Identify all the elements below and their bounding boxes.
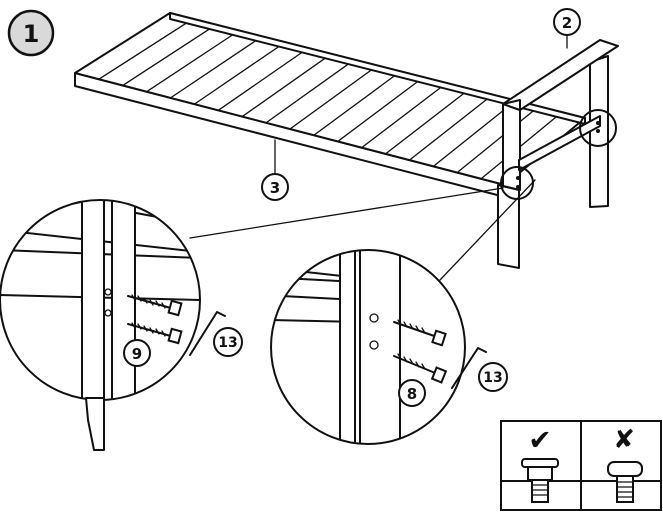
screw-left-1 [127, 294, 183, 317]
slat-line [146, 29, 240, 93]
correct-screw-icon [521, 458, 559, 503]
screw-left-2 [127, 322, 183, 345]
armrest-cap [502, 99, 521, 111]
daybed-frame [74, 12, 619, 269]
slat-line [384, 88, 471, 155]
svg-text:9: 9 [132, 345, 142, 363]
callout-screw-left: 9 [123, 339, 151, 367]
joint-highlight-right [579, 109, 617, 147]
slat-line [313, 70, 402, 136]
detail-right-frame [270, 249, 466, 445]
slat-line [289, 64, 379, 130]
svg-text:2: 2 [562, 14, 572, 32]
slat-line [241, 53, 333, 118]
slat-line [480, 111, 563, 180]
slat-line [361, 82, 448, 149]
slat-line [337, 76, 425, 143]
slat-line [169, 35, 263, 99]
svg-text:13: 13 [218, 335, 237, 351]
allen-key-left-icon [189, 311, 226, 356]
detail-left: 9 13 [0, 199, 243, 451]
slat-line [98, 18, 194, 80]
slat-line [122, 24, 217, 87]
wrong-cross-icon: ✘ [613, 425, 635, 455]
screw-right-2 [393, 353, 448, 384]
svg-text:13: 13 [483, 370, 502, 386]
wrong-screw-icon [607, 461, 643, 503]
step-badge: 1 [7, 9, 55, 57]
callout-allen-left: 13 [213, 327, 243, 357]
step-number: 1 [23, 20, 40, 48]
slat-line [408, 94, 494, 161]
slat-line [193, 41, 286, 105]
callout-screw-right: 8 [398, 379, 426, 407]
callout-backrest: 2 [553, 8, 581, 36]
slat-line [265, 59, 356, 124]
svg-text:3: 3 [270, 179, 280, 197]
slat-line [456, 105, 540, 174]
callout-frame: 3 [261, 173, 289, 201]
callout-allen-right: 13 [478, 362, 508, 392]
correct-check-icon: ✔ [528, 424, 551, 457]
allen-key-right-icon [451, 347, 487, 389]
screw-right-1 [393, 319, 447, 347]
detail-right: 8 13 [270, 249, 508, 445]
tightening-legend: ✔ ✘ [500, 420, 662, 511]
svg-text:8: 8 [407, 385, 417, 403]
slat-line [217, 47, 309, 111]
